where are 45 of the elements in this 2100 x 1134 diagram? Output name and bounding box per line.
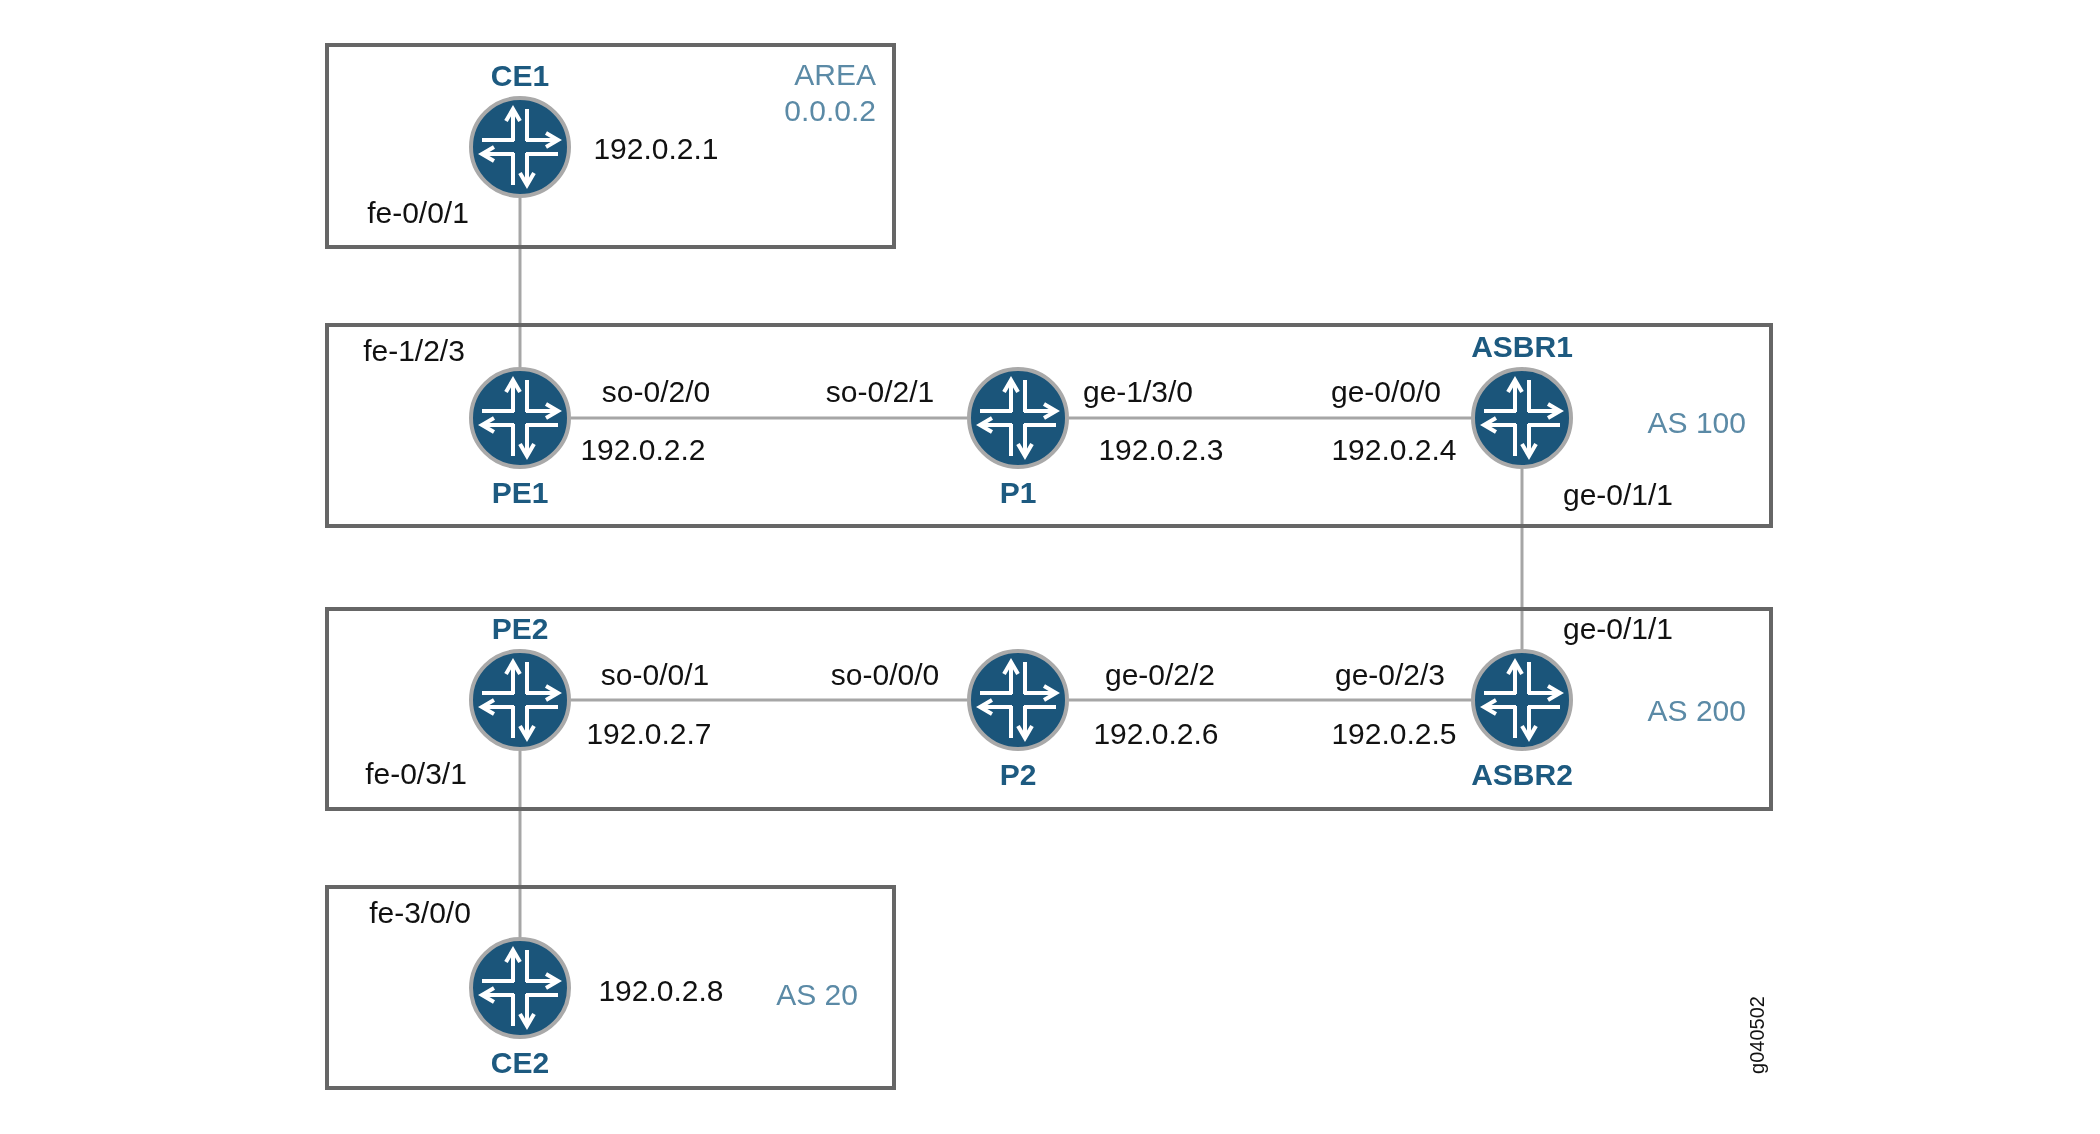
router-name: ASBR2 bbox=[1471, 757, 1573, 793]
router-name: P2 bbox=[999, 757, 1037, 793]
router-name: P1 bbox=[999, 475, 1037, 511]
area-label: AS 100 bbox=[1646, 405, 1746, 441]
ip-address: 192.0.2.7 bbox=[586, 716, 712, 752]
ip-address: 192.0.2.6 bbox=[1093, 716, 1219, 752]
link-line bbox=[1520, 469, 1524, 649]
router-name: PE2 bbox=[491, 611, 549, 647]
network-area-box bbox=[325, 43, 896, 249]
ip-address: 192.0.2.3 bbox=[1098, 432, 1224, 468]
interface-label: fe-0/0/1 bbox=[367, 195, 469, 231]
interface-label: fe-3/0/0 bbox=[369, 895, 471, 931]
ip-address: 192.0.2.4 bbox=[1331, 432, 1457, 468]
router-name: ASBR1 bbox=[1471, 329, 1573, 365]
ip-address: 192.0.2.1 bbox=[593, 131, 719, 167]
ip-address: 192.0.2.8 bbox=[598, 973, 724, 1009]
interface-label: ge-0/2/2 bbox=[1104, 657, 1216, 693]
interface-label: ge-0/0/0 bbox=[1330, 374, 1442, 410]
area-label: AREA 0.0.0.2 bbox=[783, 57, 876, 129]
network-area-box bbox=[325, 607, 1773, 811]
interface-label: so-0/2/1 bbox=[825, 374, 935, 410]
link-line bbox=[518, 751, 522, 937]
link-line bbox=[1069, 698, 1471, 702]
network-area-box bbox=[325, 323, 1773, 528]
interface-label: ge-1/3/0 bbox=[1082, 374, 1194, 410]
link-line bbox=[1069, 416, 1471, 420]
interface-label: so-0/0/0 bbox=[830, 657, 940, 693]
interface-label: ge-0/1/1 bbox=[1562, 611, 1674, 647]
figure-id: g040502 bbox=[1746, 996, 1768, 1074]
interface-label: so-0/0/1 bbox=[600, 657, 710, 693]
ip-address: 192.0.2.2 bbox=[580, 432, 706, 468]
interface-label: ge-0/2/3 bbox=[1334, 657, 1446, 693]
interface-label: fe-0/3/1 bbox=[365, 756, 467, 792]
interface-label: fe-1/2/3 bbox=[363, 333, 465, 369]
ip-address: 192.0.2.5 bbox=[1331, 716, 1457, 752]
link-line bbox=[518, 198, 522, 367]
interface-label: so-0/2/0 bbox=[601, 374, 711, 410]
router-name: PE1 bbox=[491, 475, 549, 511]
router-name: CE1 bbox=[490, 58, 550, 94]
router-name: CE2 bbox=[490, 1045, 550, 1081]
network-area-box bbox=[325, 885, 896, 1090]
link-line bbox=[571, 416, 967, 420]
area-label: AS 200 bbox=[1646, 693, 1746, 729]
link-line bbox=[571, 698, 967, 702]
interface-label: ge-0/1/1 bbox=[1562, 477, 1674, 513]
